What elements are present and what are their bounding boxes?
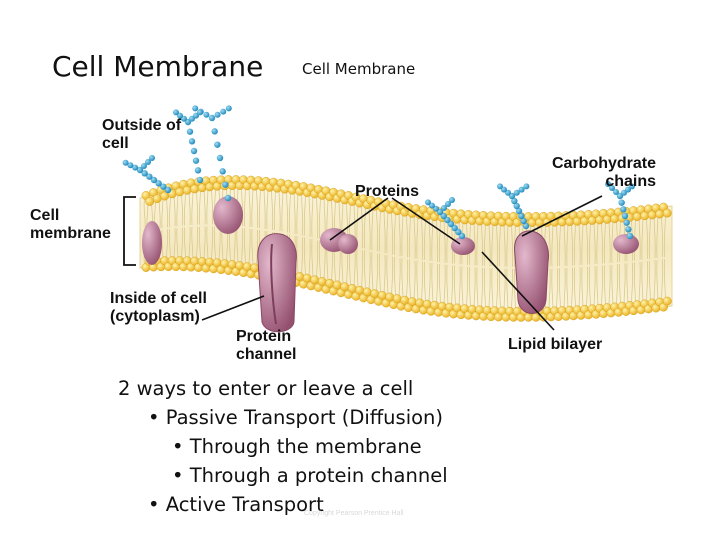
lipid-heads-outer: [141, 175, 672, 227]
label-protein-channel: Protein channel: [236, 328, 296, 364]
label-membrane-line1: Cell: [30, 207, 60, 224]
notes-list: 2 ways to enter or leave a cell • Passiv…: [118, 374, 448, 519]
label-membrane-line2: membrane: [30, 225, 111, 242]
label-outside-line1: Outside of: [102, 117, 182, 134]
note-item: • Through the membrane: [172, 435, 422, 458]
figure-title: Cell Membrane: [302, 60, 416, 78]
label-inside-line1: Inside of cell: [110, 290, 207, 307]
label-outside-of-cell: Outside of cell: [102, 117, 181, 153]
label-carbohydrate-chains: Carbohydrate chains: [552, 155, 656, 191]
protein-right: [514, 230, 549, 314]
label-outside-line2: cell: [102, 135, 129, 152]
membrane-proteins: [142, 196, 639, 333]
label-channel-line1: Protein: [236, 328, 292, 345]
label-proteins: Proteins: [355, 183, 420, 200]
slide-title: Cell Membrane: [52, 50, 264, 83]
label-lipid-bilayer: Lipid bilayer: [508, 336, 603, 353]
label-cell-membrane: Cell membrane: [30, 207, 111, 243]
copyright-text: Copyright Pearson Prentice Hall: [304, 510, 404, 517]
label-channel-line2: channel: [236, 346, 297, 363]
membrane-bracket: [123, 196, 136, 266]
label-carbo-line1: Carbohydrate: [552, 155, 657, 172]
note-item: • Passive Transport (Diffusion): [148, 406, 444, 429]
note-item: • Active Transport: [148, 493, 324, 516]
protein-middle: [320, 228, 358, 254]
protein-left: [142, 196, 243, 265]
label-inside-line2: (cytoplasm): [110, 308, 200, 325]
carbohydrate-chains: [122, 105, 635, 240]
label-inside-of-cell: Inside of cell (cytoplasm): [110, 290, 207, 326]
leader-lines: [201, 195, 603, 331]
notes-heading: 2 ways to enter or leave a cell: [118, 377, 414, 400]
note-item: • Through a protein channel: [172, 464, 448, 487]
protein-channel: [257, 233, 297, 333]
label-carbo-line2: chains: [605, 173, 657, 190]
